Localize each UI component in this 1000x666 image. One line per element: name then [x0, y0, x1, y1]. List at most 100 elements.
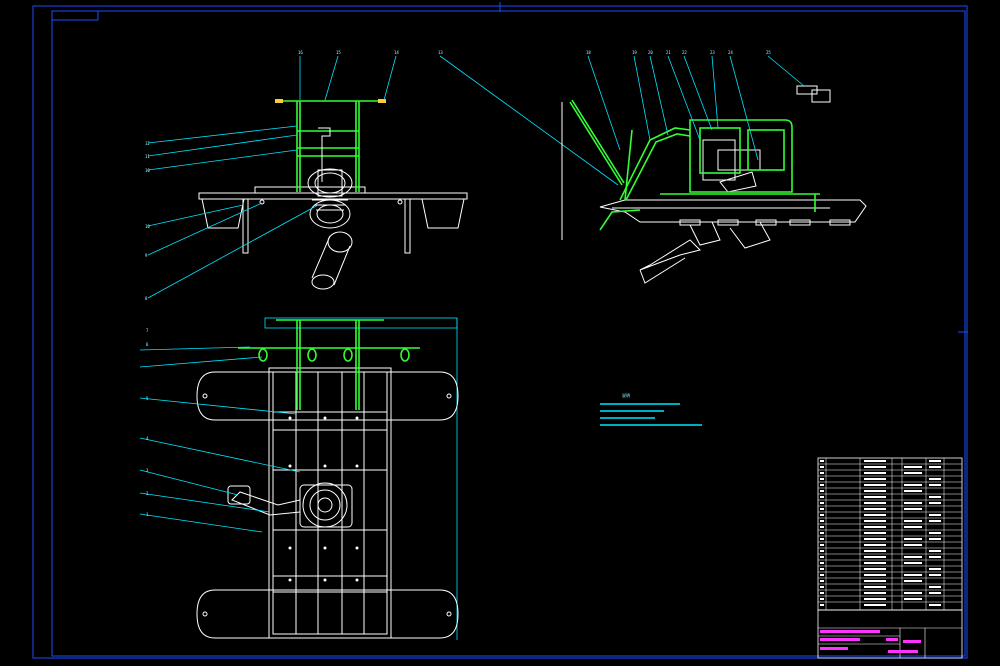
bom-cell-text [820, 580, 824, 582]
bom-cell-text [864, 556, 886, 558]
balloon-13: 13 [438, 50, 443, 55]
balloon-14: 14 [394, 50, 399, 55]
bom-cell-text [904, 508, 922, 510]
bom-cell-text [929, 574, 941, 576]
balloon-16: 16 [298, 50, 303, 55]
bom-cell-text [864, 598, 886, 600]
front-view: 16 15 14 13 12 11 10 10 9 8 [145, 50, 619, 301]
bom-cell-text [864, 526, 886, 528]
balloon-23: 23 [710, 50, 715, 55]
bom-cell-text [864, 604, 886, 606]
bom-cell-text [864, 520, 886, 522]
bom-cell-text [820, 574, 824, 576]
bom-cell-text [820, 598, 824, 600]
notes-title: 说明 [622, 392, 630, 398]
bill-of-materials [817, 457, 963, 611]
bom-cell-text [929, 556, 941, 558]
bom-cell-text [929, 532, 941, 534]
bom-cell-text [820, 520, 824, 522]
bom-cell-text [864, 460, 886, 462]
bom-cell-text [864, 472, 886, 474]
balloon-3: 3 [146, 468, 149, 473]
bom-cell-text [820, 532, 824, 534]
bom-cell-text [929, 604, 941, 606]
balloon-5: 5 [146, 396, 149, 401]
bom-cell-text [904, 466, 922, 468]
bom-cell-text [820, 472, 824, 474]
bom-cell-text [864, 538, 886, 540]
balloon-12: 12 [145, 141, 150, 146]
bom-cell-text [864, 532, 886, 534]
bom-cell-text [820, 586, 824, 588]
bom-cell-text [820, 568, 824, 570]
bom-cell-text [864, 466, 886, 468]
bom-cell-text [820, 526, 824, 528]
balloon-8: 8 [145, 296, 148, 301]
bom-cell-text [904, 520, 922, 522]
bom-cell-text [864, 508, 886, 510]
bom-cell-text [820, 484, 824, 486]
plan-view: 7 6 5 4 3 2 1 [139, 317, 459, 640]
balloon-24: 24 [728, 50, 733, 55]
bom-cell-text [864, 568, 886, 570]
bom-cell-text [864, 580, 886, 582]
bom-cell-text [904, 484, 922, 486]
drawing-border [32, 2, 968, 659]
balloon-25: 25 [766, 50, 771, 55]
bom-cell-text [929, 502, 941, 504]
balloon-15: 15 [336, 50, 341, 55]
balloon-20: 20 [648, 50, 653, 55]
bom-cell-text [820, 460, 824, 462]
bom-cell-text [820, 604, 824, 606]
bom-cell-text [820, 556, 824, 558]
bom-cell-text [929, 460, 941, 462]
bom-cell-text [820, 478, 824, 480]
bom-cell-text [820, 592, 824, 594]
bom-cell-text [820, 544, 824, 546]
technical-notes: 说明 [600, 392, 702, 426]
bom-cell-text [929, 592, 941, 594]
bom-cell-text [904, 490, 922, 492]
bom-cell-text [904, 526, 922, 528]
bom-cell-text [904, 592, 922, 594]
balloon-2: 2 [146, 491, 149, 496]
bom-cell-text [929, 520, 941, 522]
balloon-11: 11 [145, 154, 150, 159]
bom-cell-text [864, 550, 886, 552]
bom-cell-text [904, 562, 922, 564]
bom-cell-text [904, 580, 922, 582]
bom-cell-text [820, 514, 824, 516]
bom-cell-text [820, 502, 824, 504]
bom-cell-text [929, 478, 941, 480]
bom-cell-text [864, 544, 886, 546]
bom-cell-text [864, 484, 886, 486]
bom-cell-text [864, 562, 886, 564]
balloon-19: 19 [632, 50, 637, 55]
balloon-9: 9 [145, 253, 148, 258]
bom-cell-text [864, 490, 886, 492]
bom-cell-text [929, 466, 941, 468]
bom-cell-text [820, 490, 824, 492]
balloon-22: 22 [682, 50, 687, 55]
balloon-10a: 10 [145, 168, 150, 173]
bom-cell-text [864, 514, 886, 516]
bom-cell-text [820, 550, 824, 552]
bom-cell-text [929, 568, 941, 570]
balloon-18: 18 [586, 50, 591, 55]
balloon-1: 1 [146, 512, 149, 517]
bom-cell-text [904, 472, 922, 474]
balloon-7: 7 [146, 328, 149, 333]
balloon-21: 21 [666, 50, 671, 55]
bom-cell-text [820, 466, 824, 468]
bom-cell-text [820, 562, 824, 564]
bom-cell-text [929, 514, 941, 516]
bom-cell-text [820, 508, 824, 510]
bom-cell-text [929, 550, 941, 552]
bom-cell-text [904, 556, 922, 558]
balloon-10b: 10 [145, 224, 150, 229]
balloon-4: 4 [146, 436, 149, 441]
bom-cell-text [929, 586, 941, 588]
bom-cell-text [864, 478, 886, 480]
bom-cell-text [904, 502, 922, 504]
